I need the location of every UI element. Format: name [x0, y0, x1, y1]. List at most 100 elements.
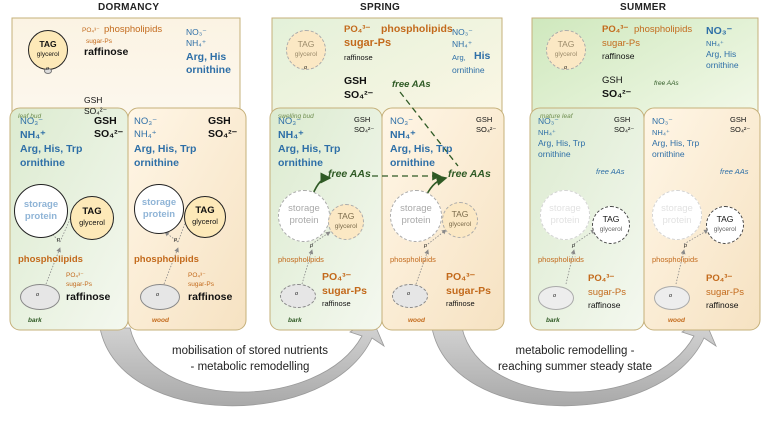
transition-caption-2: metabolic remodelling - reaching summer …	[470, 344, 680, 375]
transition-arrow-1	[99, 317, 385, 407]
his-label: His	[474, 50, 491, 62]
bark-label: bark	[546, 317, 560, 324]
glycerol-label: glycerol	[713, 226, 737, 233]
arg-his-trp-label: Arg, His, Trp	[538, 138, 586, 148]
gsh-label: GSH	[84, 95, 103, 105]
tag-label: TAG	[557, 39, 575, 49]
glycerol-label: glycerol	[294, 51, 318, 58]
small-p: p	[572, 243, 576, 249]
gsh-label: GSH	[730, 115, 747, 124]
po4-label: PO₄³⁻	[706, 273, 733, 284]
phospholipids-label: phospholipids	[134, 254, 199, 265]
so4-label: SO₄²⁻	[84, 106, 108, 116]
tag-circle	[184, 196, 226, 238]
bark-label: bark	[288, 317, 302, 324]
no3-label: NO₃⁻	[278, 116, 302, 127]
amyloplast-icon	[20, 284, 60, 310]
ornithine-label: ornithine	[706, 60, 739, 70]
wood-label: wood	[408, 317, 425, 324]
protein-label: protein	[289, 215, 319, 226]
free-aas-label: free AAs	[392, 79, 431, 90]
tag-circle	[706, 206, 744, 244]
storage-label: storage	[141, 197, 177, 208]
mature-leaf-label: mature leaf	[540, 113, 573, 120]
po4-label: PO₄³⁻	[344, 24, 371, 35]
small-o: o	[36, 292, 40, 298]
glycerol-label: glycerol	[79, 218, 105, 227]
storage-protein-circle	[652, 190, 702, 240]
small-o: o	[156, 292, 160, 298]
raffinose-label: raffinose	[446, 299, 475, 308]
arg-label: Arg,	[452, 53, 466, 62]
sugar-ps-label: sugar-Ps	[344, 37, 392, 49]
no3-label: NO₃⁻	[390, 116, 414, 127]
raffinose-label: raffinose	[188, 291, 233, 303]
small-o: o	[553, 293, 557, 299]
wood-panel-summer	[643, 107, 761, 331]
protein-label: protein	[142, 209, 176, 220]
po4-label: PO₄³⁻	[66, 272, 84, 279]
small-p: p	[424, 243, 428, 249]
storage-protein-circle	[134, 184, 184, 234]
gsh-label: GSH	[602, 75, 623, 86]
small-o: o	[295, 291, 299, 297]
small-o: o	[669, 293, 673, 299]
phospholipids-label: phospholipids	[538, 255, 584, 264]
nh4-label: NH₄⁺	[452, 39, 473, 49]
small-o: o	[46, 66, 50, 72]
phospholipids-label: phospholipids	[634, 24, 693, 35]
glycerol-label: glycerol	[448, 221, 472, 228]
gsh-label: GSH	[614, 115, 631, 124]
gsh-label: GSH	[476, 115, 493, 124]
po4-label: PO₄³⁻	[588, 273, 615, 284]
po4-label: PO₄³⁻	[322, 271, 352, 283]
ornithine-label: ornithine	[134, 157, 179, 169]
free-aas-label: free AAs	[654, 80, 679, 87]
no3-label: NO₃⁻	[538, 116, 559, 126]
glycerol-label: glycerol	[599, 226, 623, 233]
ornithine-label: ornithine	[452, 65, 485, 75]
protein-label: protein	[662, 215, 692, 226]
tag-label: TAG	[451, 209, 469, 219]
ornithine-label: ornithine	[538, 149, 571, 159]
storage-label: storage	[23, 199, 59, 210]
ornithine-label: ornithine	[390, 157, 435, 169]
so4-label: SO₄²⁻	[208, 128, 238, 140]
small-p: p	[57, 237, 61, 243]
protein-label: protein	[401, 215, 431, 226]
raffinose-label: raffinose	[322, 299, 351, 308]
tag-circle	[442, 202, 478, 238]
tag-circle	[328, 204, 364, 240]
storage-protein-circle	[540, 190, 590, 240]
sugar-ps-label: sugar-Ps	[446, 285, 491, 297]
so4-label: SO₄²⁻	[730, 125, 751, 134]
no3-label: NO₃⁻	[186, 27, 207, 37]
transition-2-line-1: metabolic remodelling -	[515, 345, 635, 357]
phospholipids-label: phospholipids	[390, 255, 436, 264]
so4-label: SO₄²⁻	[476, 125, 497, 134]
storage-protein-circle	[14, 184, 68, 238]
wood-label: wood	[152, 317, 169, 324]
amyloplast-icon	[654, 286, 690, 310]
lipid-body-icon	[44, 68, 52, 74]
arg-his-label: Arg, His	[186, 51, 227, 63]
po4-label: PO₄³⁻	[188, 272, 206, 279]
po4-label: PO₄³⁻	[82, 27, 100, 34]
tag-label: TAG	[602, 214, 620, 224]
amyloplast-icon	[538, 286, 574, 310]
glycerol-label: glycerol	[334, 223, 358, 230]
swelling-bud-label: swelling bud	[278, 113, 314, 120]
so4-label: SO₄²⁻	[602, 88, 632, 100]
nh4-label: NH₄⁺	[538, 128, 556, 137]
protein-label: protein	[550, 215, 580, 226]
no3-label: NO₃⁻	[652, 116, 673, 126]
nh4-label: NH₄⁺	[278, 129, 304, 141]
free-aas-label: free AAs	[720, 167, 749, 176]
sugar-ps-label: sugar-Ps	[602, 38, 641, 49]
tag-circle-leaf-dormancy	[28, 30, 68, 70]
tag-label: TAG	[39, 39, 57, 49]
transition-1-line-1: mobilisation of stored nutrients	[172, 345, 328, 357]
storage-label: storage	[661, 203, 693, 214]
storage-protein-circle	[390, 190, 442, 242]
arg-his-label: Arg, His	[706, 49, 737, 59]
